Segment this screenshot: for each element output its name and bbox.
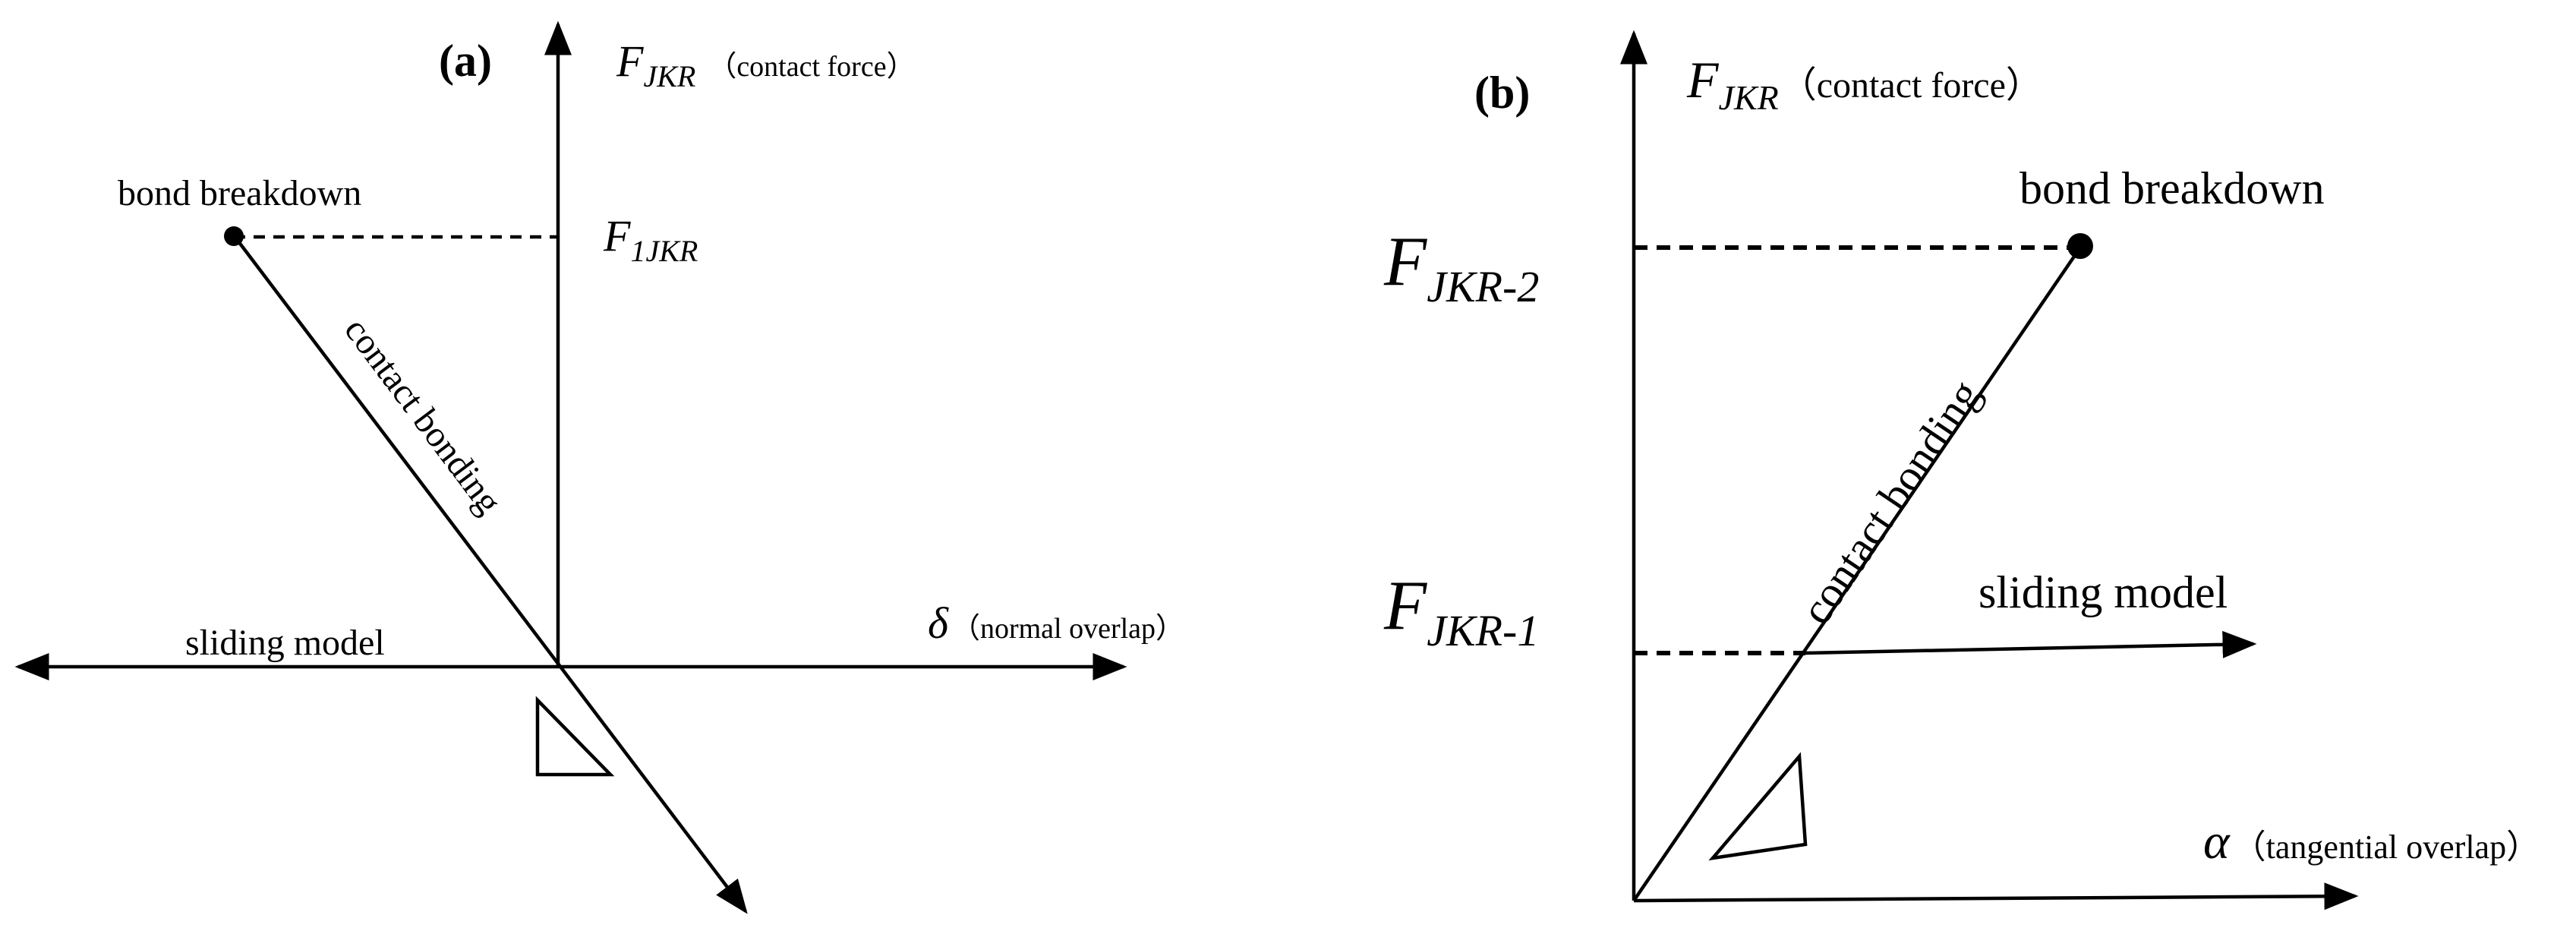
panel-a-sliding-model-label: sliding model — [185, 623, 385, 663]
panel-a-slope-triangle — [535, 696, 615, 777]
panel-b-force-axis-label: FJKR（contact force） — [1686, 51, 2042, 117]
panel-b-contact-bonding-label: contact bonding — [1791, 371, 1990, 633]
panel-a-bond-breakdown-point — [224, 226, 244, 246]
panel-a-bond-breakdown-label: bond breakdown — [118, 173, 361, 213]
panel-a-peak-force-label: F1JKR — [603, 211, 698, 268]
panel-b-overlap-axis-label: α（tangential overlap） — [2203, 814, 2540, 869]
panel-b-upper-force-label: FJKR-2 — [1383, 222, 1539, 311]
panel-a-contact-bonding-line — [232, 234, 748, 914]
panel-b-lower-force-label: FJKR-1 — [1383, 566, 1539, 655]
panel-b-overlap-axis — [1633, 882, 2359, 910]
panel-b: (b) FJKR（contact force） FJKR-2 FJKR-1 α（… — [1383, 30, 2540, 910]
panel-b-tag: (b) — [1474, 68, 1530, 118]
panel-b-contact-bonding-line — [1632, 246, 2082, 902]
panel-b-sliding-model-label: sliding model — [1979, 567, 2228, 617]
panel-b-slope-triangle — [1708, 752, 1808, 861]
panel-b-sliding-model-arrow — [1805, 630, 2257, 658]
panel-b-bond-breakdown-point — [2067, 233, 2093, 259]
panel-a-tag: (a) — [439, 36, 492, 86]
panel-b-bond-breakdown-label: bond breakdown — [2019, 163, 2325, 213]
panel-a-overlap-axis-label: δ（normal overlap） — [928, 598, 1184, 648]
panel-a-force-axis-label: FJKR（contact force） — [616, 36, 916, 93]
panel-a-contact-bonding-label: contact bonding — [336, 311, 509, 522]
panel-a: (a) FJKR（contact force） F1JKR δ（normal o… — [14, 21, 1184, 914]
